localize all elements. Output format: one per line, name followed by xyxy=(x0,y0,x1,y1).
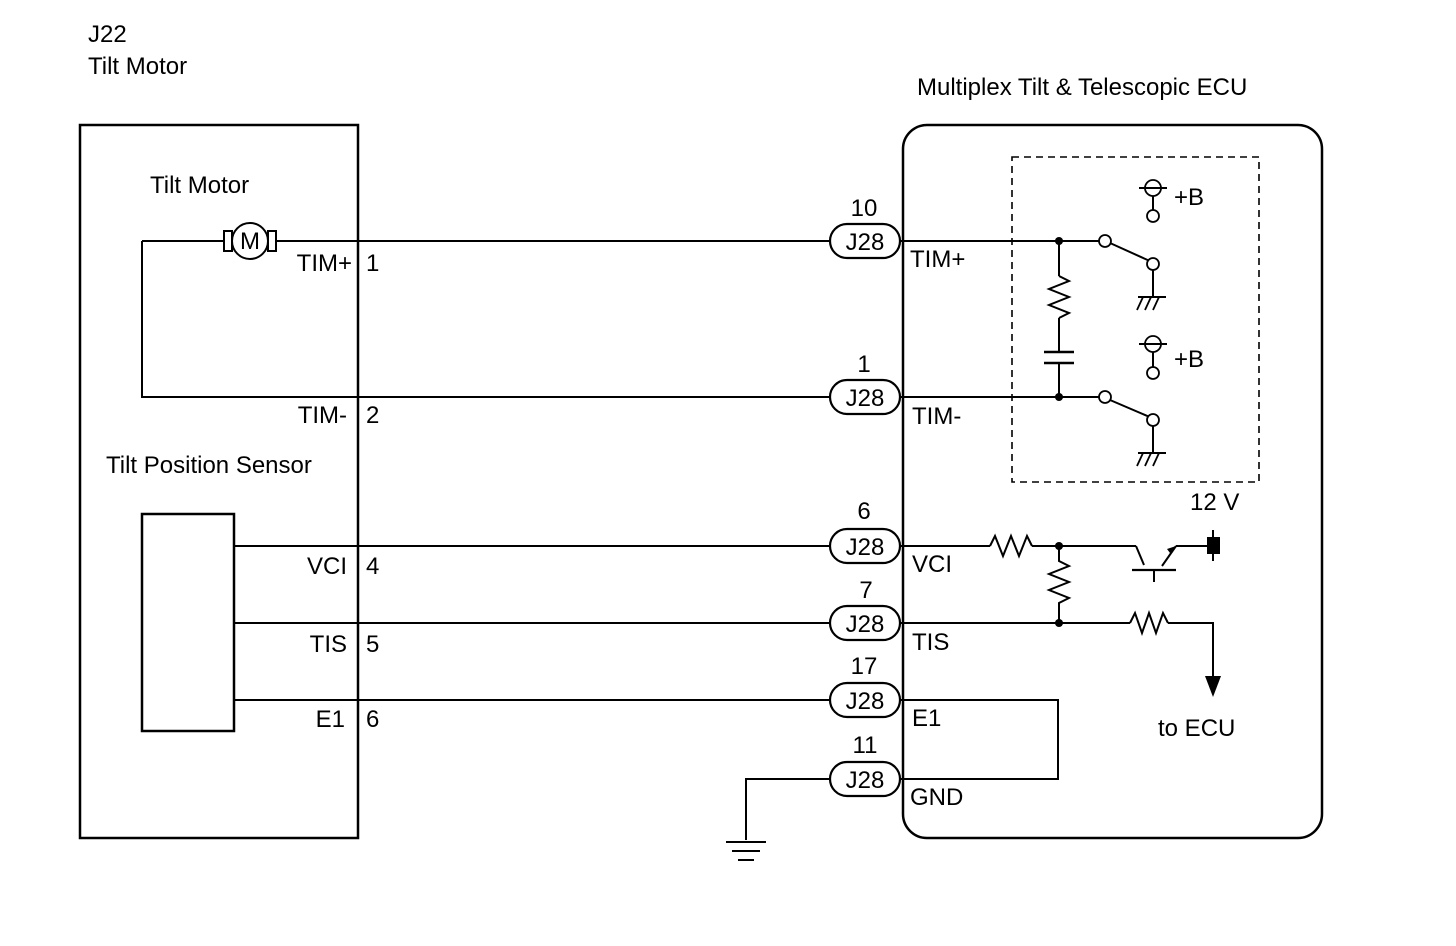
terminal-name-tim-plus: TIM+ xyxy=(297,250,352,277)
terminal-name-e1: E1 xyxy=(316,706,345,733)
wire-e1-gnd-loop xyxy=(900,699,1059,780)
tilt-motor-component-box xyxy=(78,123,360,840)
connector-code: J28 xyxy=(846,688,885,715)
transistor-icon xyxy=(1132,545,1177,582)
connector-pin-17: 17 xyxy=(851,653,878,680)
to-ecu-label: to ECU xyxy=(1158,715,1235,742)
terminal-name-vci: VCI xyxy=(307,553,347,580)
capacitor-relay xyxy=(1044,350,1074,365)
connector-j28-pin10: 10 J28 xyxy=(828,195,902,260)
ecu-terminal-gnd: GND xyxy=(910,784,963,811)
motor-label: Tilt Motor xyxy=(150,172,249,199)
relay-switch-bottom xyxy=(1098,335,1167,452)
resistor-tis xyxy=(1129,609,1169,637)
motor-loop-wire xyxy=(141,240,358,398)
arrow-down-icon xyxy=(1205,676,1221,697)
connector-pin-10: 10 xyxy=(851,195,878,222)
wire-gnd xyxy=(745,778,830,840)
connector-pin-1: 1 xyxy=(857,351,870,378)
ecu-box xyxy=(901,123,1324,840)
plus-b-bottom: +B xyxy=(1174,346,1204,373)
relay-switch-top xyxy=(1098,179,1167,296)
connector-pin-7: 7 xyxy=(859,577,872,604)
resistor-relay xyxy=(1046,275,1072,319)
motor-icon: M xyxy=(223,222,277,260)
chassis-ground-icon xyxy=(1136,452,1166,467)
connector-code: J28 xyxy=(846,229,885,256)
plus-b-top: +B xyxy=(1174,184,1204,211)
ecu-terminal-e1: E1 xyxy=(912,705,941,732)
connector-code: J28 xyxy=(846,534,885,561)
connector-j28-pin17: 17 J28 xyxy=(828,653,902,719)
connector-j28-pin7: 7 J28 xyxy=(828,577,902,642)
terminal-name-tis: TIS xyxy=(310,631,347,658)
connector-code: J28 xyxy=(846,385,885,412)
chassis-ground-icon xyxy=(1136,296,1166,311)
terminal-name-tim-minus: TIM- xyxy=(298,402,347,429)
ecu-title: Multiplex Tilt & Telescopic ECU xyxy=(917,74,1247,101)
terminal-pin-2: 2 xyxy=(366,402,379,429)
ecu-terminal-tim-plus: TIM+ xyxy=(910,246,965,273)
terminal-pin-1: 1 xyxy=(366,250,379,277)
motor-symbol: M xyxy=(240,228,260,255)
connector-pin-6: 6 xyxy=(857,498,870,525)
sensor-box xyxy=(140,512,236,733)
connector-code: J28 xyxy=(846,611,885,638)
ecu-terminal-tis: TIS xyxy=(912,629,949,656)
ecu-terminal-vci: VCI xyxy=(912,551,952,578)
supply-voltage: 12 V xyxy=(1190,489,1239,516)
connector-pin-11: 11 xyxy=(853,732,878,759)
resistor-divider xyxy=(1046,546,1072,623)
terminal-pin-4: 4 xyxy=(366,553,379,580)
ground-icon xyxy=(726,841,766,861)
connector-j28-pin1: 1 J28 xyxy=(828,351,902,416)
resistor-vci xyxy=(989,533,1033,559)
sensor-label: Tilt Position Sensor xyxy=(106,452,312,479)
connector-j28-pin6: 6 J28 xyxy=(828,498,902,565)
relay-area xyxy=(1011,156,1260,483)
terminal-pin-5: 5 xyxy=(366,631,379,658)
ecu-terminal-tim-minus: TIM- xyxy=(912,403,961,430)
connector-j28-pin11: 11 J28 xyxy=(828,732,902,798)
connector-code: J28 xyxy=(846,767,885,794)
component-name: Tilt Motor xyxy=(88,53,187,80)
terminal-pin-6: 6 xyxy=(366,706,379,733)
component-code: J22 xyxy=(88,21,127,48)
